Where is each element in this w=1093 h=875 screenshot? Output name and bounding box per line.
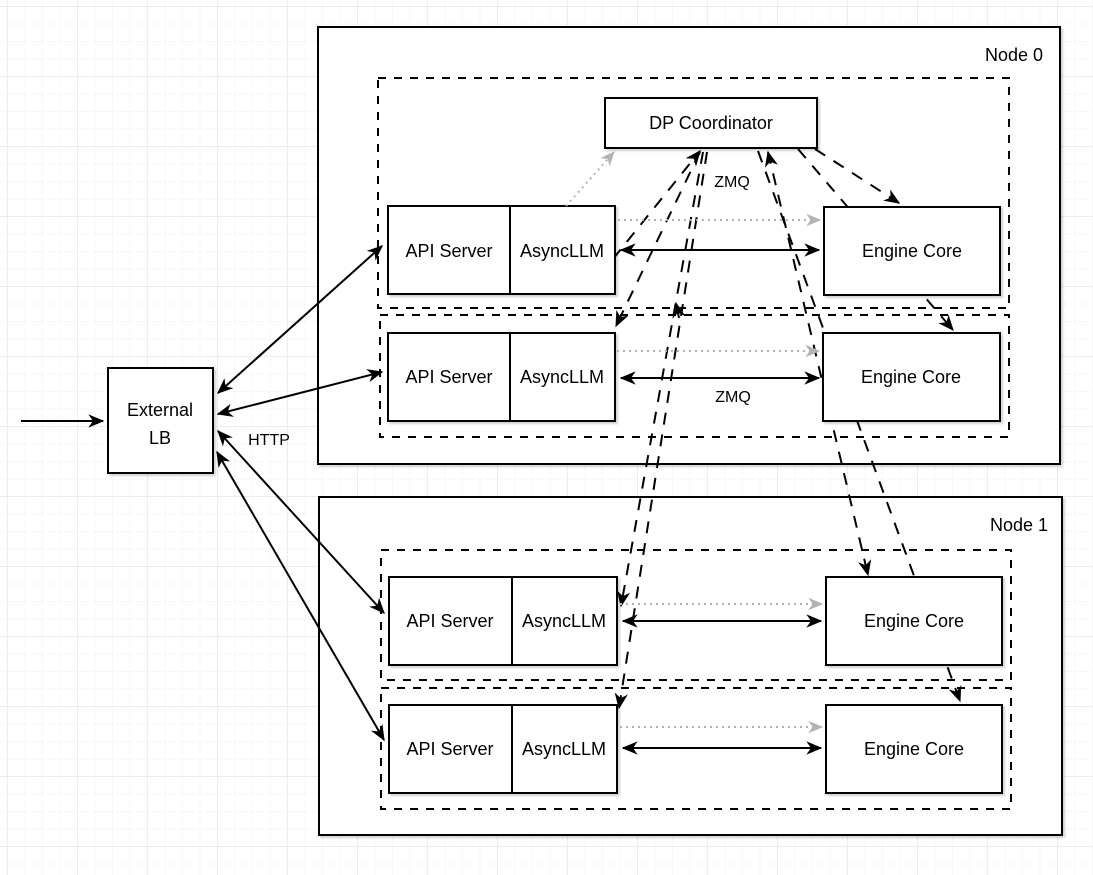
zmq-edge-label-mid: ZMQ (715, 389, 751, 406)
zmq-edge-label-top: ZMQ (714, 174, 750, 191)
arrow-lb-api3 (216, 450, 385, 742)
arrow-lb-api1 (216, 369, 384, 417)
labels: Node 0 Node 1 DP Coordinator API Server … (127, 45, 1048, 759)
node1-rank1-group (380, 687, 1012, 810)
external-lb-label-line1: External (127, 400, 193, 420)
dp-coordinator-label: DP Coordinator (649, 113, 773, 133)
node0-rank0-group (377, 77, 1010, 309)
api-server-box-n1r0 (388, 576, 618, 666)
engine-core-label-n0r1: Engine Core (861, 367, 961, 387)
node1-rank0-group (380, 549, 1012, 681)
solid-arrows (21, 243, 823, 755)
external-lb-label-line2: LB (149, 428, 171, 448)
link-asyncllm0-to-coordinator (612, 149, 701, 260)
link-upward-arrowhead (672, 301, 686, 319)
api-server-label-n0r0: API Server (405, 241, 492, 261)
engine-core-box-n0r1 (822, 332, 1001, 422)
dotted-async0-to-coordinator (565, 151, 615, 207)
node1-label: Node 1 (990, 515, 1048, 535)
asyncllm-label-n1r0: AsyncLLM (522, 611, 606, 631)
asyncllm-label-n1r1: AsyncLLM (522, 739, 606, 759)
engine-core-label-n0r0: Engine Core (862, 241, 962, 261)
asyncllm-label-n0r1: AsyncLLM (520, 367, 604, 387)
arrow-lb-api0 (217, 245, 383, 394)
api-server-label-n1r1: API Server (406, 739, 493, 759)
link-coordinator-to-asyncllm1 (615, 151, 701, 328)
api-server-label-n1r0: API Server (406, 611, 493, 631)
engine-core-box-n0r0 (823, 206, 1001, 296)
engine-core-label-n1r0: Engine Core (864, 611, 964, 631)
engine-core-label-n1r1: Engine Core (864, 739, 964, 759)
api-server-box-n0r0 (387, 205, 616, 295)
api-server-box-n1r1 (388, 704, 618, 794)
dotted-arrows (565, 151, 824, 734)
dp-coordinator-box (604, 97, 818, 149)
component-boxes (107, 97, 1003, 794)
http-edge-label: HTTP (248, 432, 290, 449)
engine-core-box-n1r0 (825, 576, 1003, 666)
node0-label: Node 0 (985, 45, 1043, 65)
api-server-label-n0r1: API Server (405, 367, 492, 387)
engine-core-box-n1r1 (825, 704, 1003, 794)
api-server-box-n0r1 (387, 332, 616, 422)
asyncllm-label-n0r0: AsyncLLM (520, 241, 604, 261)
external-lb-box (107, 367, 214, 474)
